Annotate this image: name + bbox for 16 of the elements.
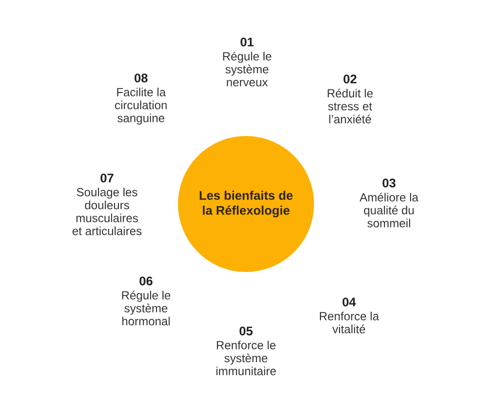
number-label: 04 — [342, 298, 356, 306]
number-label: 06 — [140, 276, 152, 286]
benefit-label: Facilite la circulation sanguine — [115, 88, 167, 125]
benefit-label: Régule le système hormonal — [122, 290, 170, 326]
benefit-label: Réduit le stress et l’anxiété — [328, 88, 373, 124]
number-label: 03 — [382, 178, 396, 188]
benefit-label: Régule le système nerveux — [223, 52, 272, 86]
number-label: 05 — [240, 326, 253, 336]
number-label: 07 — [100, 174, 114, 182]
benefit-label: Renforce la vitalité — [320, 312, 380, 334]
benefit-label: Améliore la qualité du sommeil — [360, 192, 418, 228]
benefit-label: Soulage les douleurs musculaires et articulaires — [72, 188, 142, 236]
number-label: 08 — [134, 74, 148, 82]
benefit-label: Renforce le système immunitaire — [216, 340, 276, 376]
number-label: 01 — [240, 38, 254, 46]
number-label: 02 — [344, 74, 356, 84]
